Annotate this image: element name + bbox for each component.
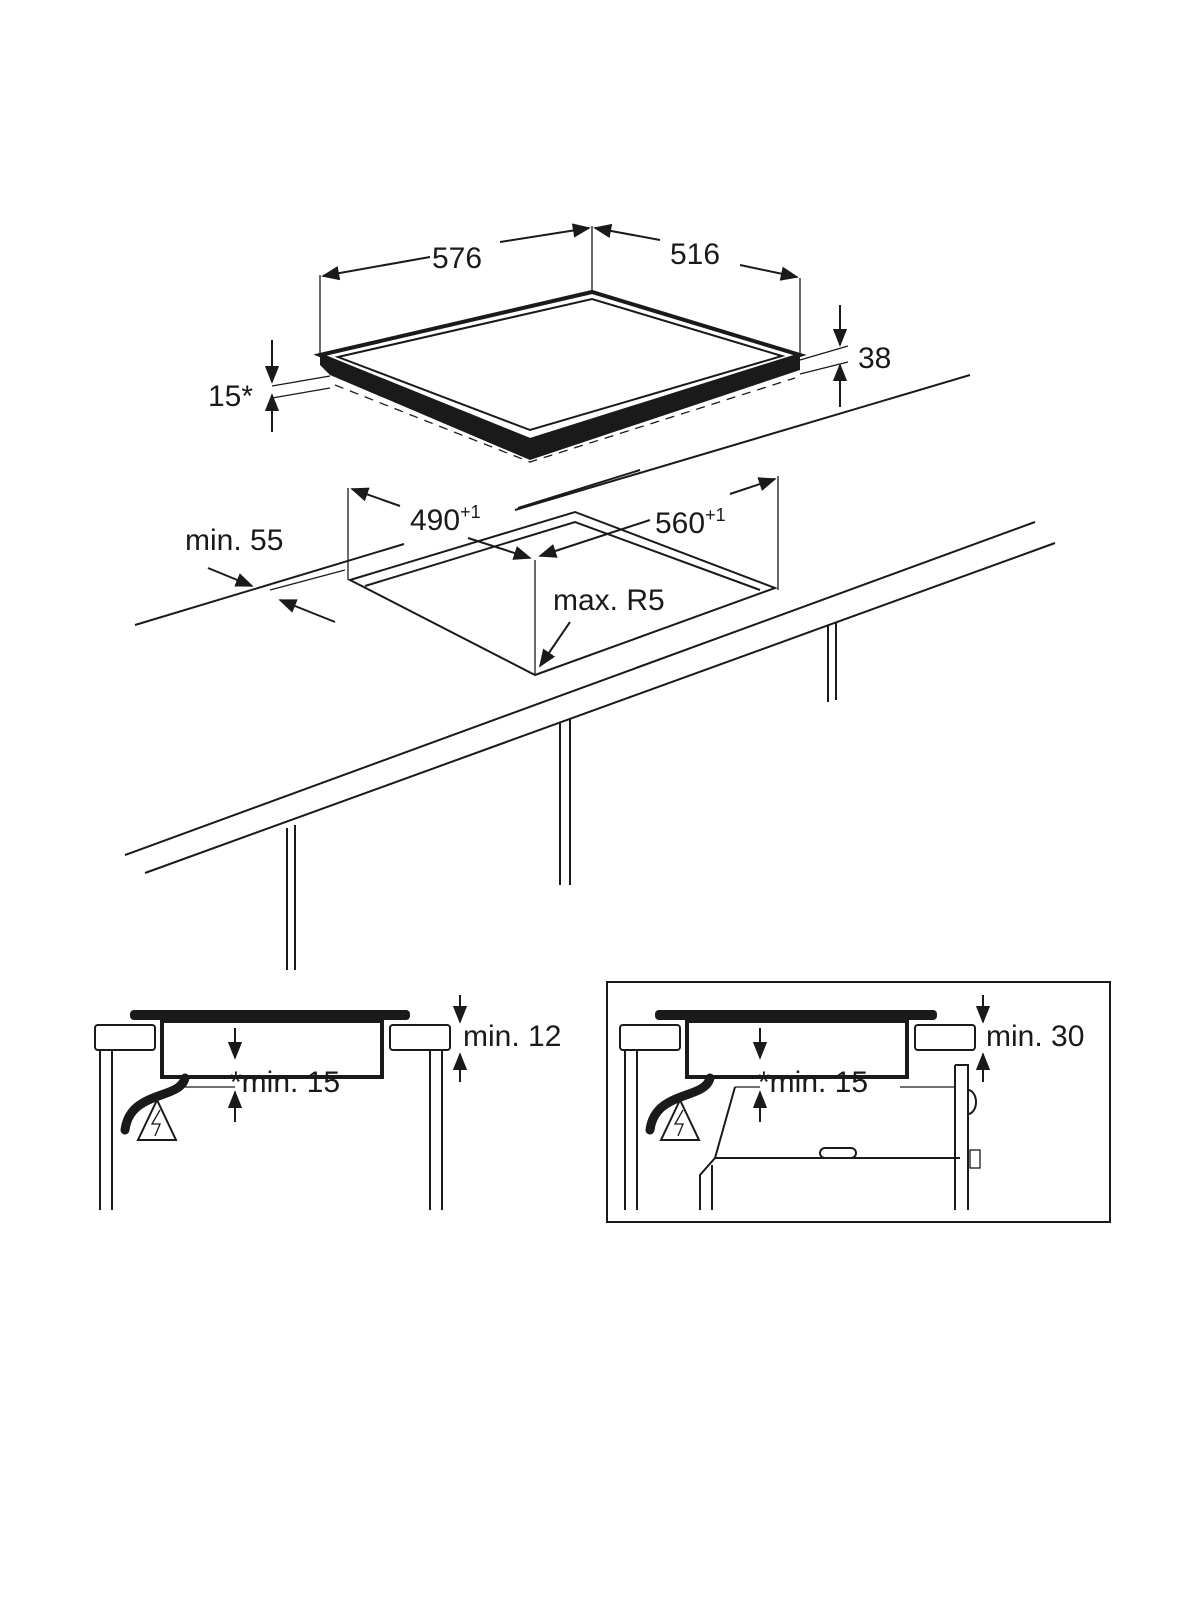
section-right — [606, 981, 1111, 1223]
hob-height-label: 38 — [858, 342, 891, 375]
electrical-warning-icon — [136, 1097, 178, 1141]
right-gap-below-label: *min. 15 — [758, 1066, 868, 1099]
hob-depth-label: 516 — [670, 238, 720, 271]
corner-radius-label: max. R5 — [553, 584, 665, 617]
cutout — [207, 469, 779, 677]
right-gap-top-label: min. 30 — [986, 1020, 1084, 1053]
cutout-depth-label: 560+1 — [655, 505, 726, 540]
section-left — [94, 995, 468, 1210]
hob-below-depth-label: 15* — [208, 380, 253, 413]
left-gap-top-label: min. 12 — [463, 1020, 561, 1053]
cutout-width-label: 490+1 — [410, 502, 481, 537]
hob-width-label: 576 — [432, 242, 482, 275]
hob-dimension-lines — [264, 223, 849, 432]
hob-isometric — [313, 289, 807, 463]
edge-distance-label: min. 55 — [185, 524, 283, 557]
worktop — [124, 374, 1056, 970]
left-gap-below-label: *min. 15 — [230, 1066, 340, 1099]
electrical-warning-icon — [659, 1097, 701, 1141]
